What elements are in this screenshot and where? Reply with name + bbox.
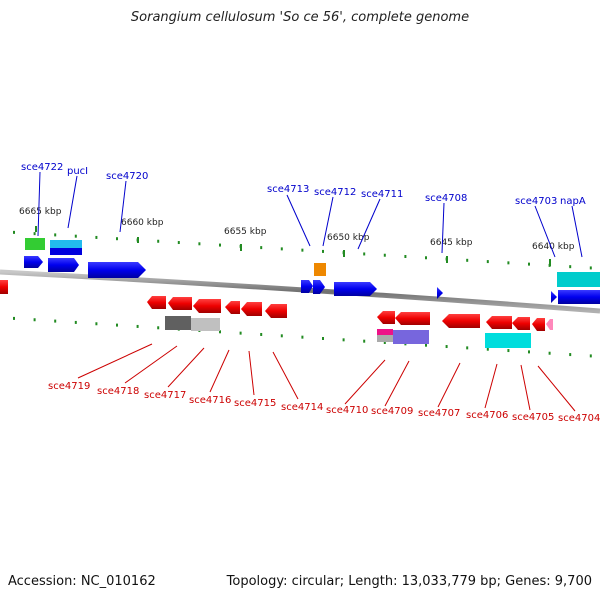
gene-label[interactable]: sce4712 <box>314 187 356 198</box>
reverse-features <box>165 316 531 348</box>
map-title: Sorangium cellulosum 'So ce 56', complet… <box>130 10 470 25</box>
gene-label[interactable]: sce4722 <box>21 162 63 173</box>
feature-green <box>25 238 45 250</box>
kbp-label: 6650 kbp <box>327 233 370 243</box>
feature-gray-light <box>191 318 220 331</box>
kbp-label: 6665 kbp <box>19 207 62 217</box>
gene-label[interactable]: sce4704 <box>558 413 600 424</box>
gene-pink <box>546 319 553 330</box>
leader-line <box>209 349 230 393</box>
gene-label[interactable]: sce4706 <box>466 410 508 421</box>
gene-label[interactable]: sce4718 <box>97 386 139 397</box>
gene-sce4713[interactable] <box>301 280 313 293</box>
leader-line <box>537 365 576 412</box>
gene-label[interactable]: sce4707 <box>418 408 460 419</box>
gene-label[interactable]: sce4719 <box>48 381 90 392</box>
accession-text: Accession: NC_010162 <box>8 574 156 589</box>
gene-label[interactable]: napA <box>560 196 586 207</box>
reverse-strand <box>0 280 553 331</box>
gene-sce4710[interactable] <box>377 311 395 324</box>
leader-line <box>272 351 299 400</box>
feature-gray-small <box>377 335 393 342</box>
gene-label[interactable]: pucI <box>67 166 88 177</box>
gene-label[interactable]: sce4713 <box>267 184 309 195</box>
gene-sce4718[interactable] <box>168 297 192 310</box>
kbp-label: 6660 kbp <box>121 218 164 228</box>
leader-line <box>167 347 205 388</box>
gene-label[interactable]: sce4720 <box>106 171 148 182</box>
gene-sce4709[interactable] <box>395 312 430 325</box>
leader-line <box>344 359 386 405</box>
gene-pucI[interactable] <box>48 258 79 272</box>
feature-cyan <box>50 240 82 248</box>
gene-label[interactable]: sce4710 <box>326 405 368 416</box>
gene-sce4708[interactable] <box>437 287 443 299</box>
leader-line <box>286 194 311 247</box>
leader-line <box>520 364 531 411</box>
gene-sce4711[interactable] <box>334 282 377 296</box>
gene-sce4703[interactable] <box>551 291 557 303</box>
gene-label[interactable]: sce4716 <box>189 395 231 406</box>
genome-backbone <box>0 269 600 314</box>
gene-sce4714[interactable] <box>265 304 287 318</box>
kbp-label: 6655 kbp <box>224 227 267 237</box>
gene-label[interactable]: sce4709 <box>371 406 413 417</box>
kbp-label: 6645 kbp <box>430 238 473 248</box>
feature-violet <box>393 330 429 344</box>
leader-line <box>484 363 498 409</box>
leader-line <box>534 205 556 258</box>
gene-sce4722[interactable] <box>24 256 43 268</box>
gene-sce4706[interactable] <box>486 316 512 329</box>
gene-label[interactable]: sce4705 <box>512 412 554 423</box>
gene-label[interactable]: sce4708 <box>425 193 467 204</box>
feature-orange <box>314 263 326 276</box>
leader-line <box>124 345 178 384</box>
leader-line <box>441 202 445 254</box>
gene-sce4719[interactable] <box>147 296 166 309</box>
feature-gray-dark <box>165 316 191 330</box>
gene-sce4705[interactable] <box>512 317 530 330</box>
leader-line <box>571 205 583 258</box>
leader-line <box>357 198 381 250</box>
leader-line <box>119 180 127 233</box>
gene-sce4704[interactable] <box>532 318 545 331</box>
feature-cyan-bottom <box>485 333 531 348</box>
gene-label[interactable]: sce4703 <box>515 196 557 207</box>
feature-magenta <box>377 329 393 335</box>
gene-left-edge[interactable] <box>0 280 8 294</box>
gene-sce4707[interactable] <box>442 314 480 328</box>
feature-blue <box>50 248 82 255</box>
gene-sce4717[interactable] <box>193 299 221 313</box>
genome-info-text: Topology: circular; Length: 13,033,779 b… <box>226 574 592 589</box>
forward-strand <box>24 256 600 304</box>
leader-line <box>322 196 334 247</box>
leader-line <box>37 171 41 237</box>
forward-features <box>25 238 600 287</box>
gene-napA[interactable] <box>558 290 600 304</box>
feature-cyan-right <box>557 272 600 287</box>
leader-line <box>384 360 410 407</box>
gene-sce4716[interactable] <box>225 301 240 314</box>
gene-sce4712[interactable] <box>313 280 325 294</box>
gene-label[interactable]: sce4717 <box>144 390 186 401</box>
leader-line <box>67 175 78 229</box>
gene-label[interactable]: sce4715 <box>234 398 276 409</box>
leader-line <box>77 343 153 379</box>
gene-label[interactable]: sce4714 <box>281 402 323 413</box>
kbp-label: 6640 kbp <box>532 242 575 252</box>
leader-line <box>248 350 255 396</box>
gene-sce4715[interactable] <box>241 302 262 316</box>
gene-label[interactable]: sce4711 <box>361 189 403 200</box>
gene-sce4720[interactable] <box>88 262 146 278</box>
leader-line <box>437 362 461 408</box>
